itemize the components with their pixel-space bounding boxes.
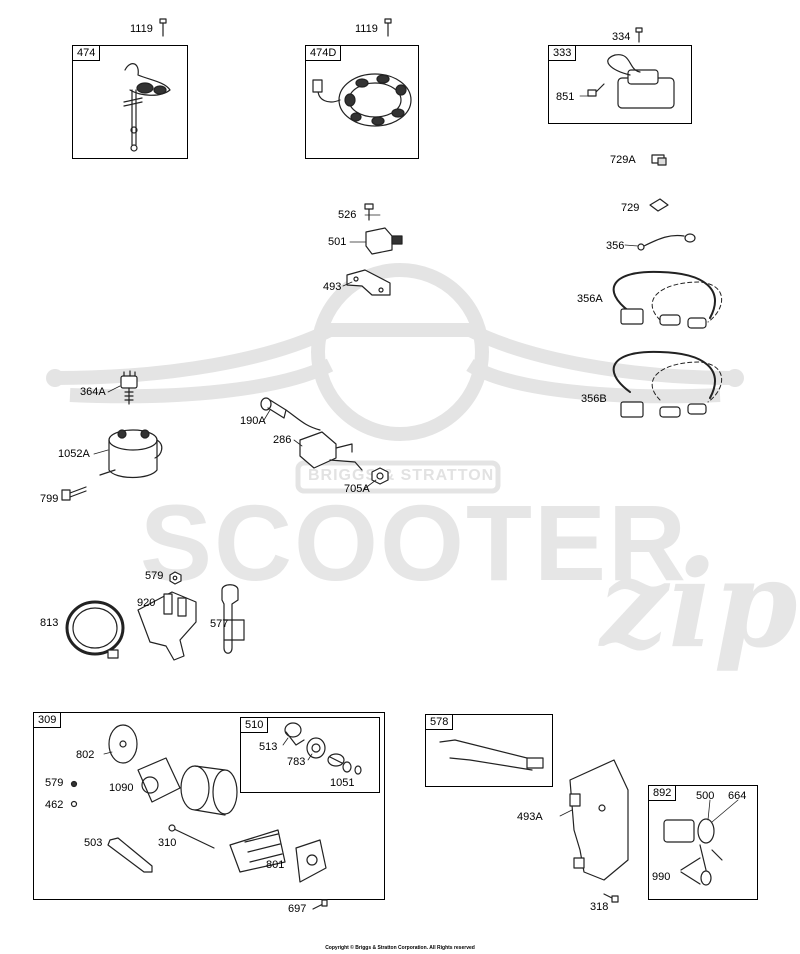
watermark-brand-text: SCOOTER xyxy=(140,482,689,603)
copyright-text: Copyright © Briggs & Stratton Corporatio… xyxy=(325,945,475,951)
bracket-493-drawing xyxy=(346,269,391,296)
part-label-1090: 1090 xyxy=(109,782,134,794)
box-label-578: 578 xyxy=(426,715,454,730)
ground-wire-356-drawing xyxy=(637,233,696,251)
box-label-333: 333 xyxy=(549,46,577,61)
part-label-705A: 705A xyxy=(344,483,370,495)
part-label-364A: 364A xyxy=(80,386,106,398)
part-label-851: 851 xyxy=(556,91,575,103)
harness-356B-drawing xyxy=(612,350,723,418)
part-label-579a: 579 xyxy=(145,570,164,582)
box-label-892: 892 xyxy=(649,786,677,801)
part-label-577: 577 xyxy=(210,618,229,630)
drive-510-drawing xyxy=(284,722,362,775)
part-label-356A: 356A xyxy=(577,293,603,305)
box-label-474: 474 xyxy=(73,46,101,61)
rectifier-501-drawing xyxy=(365,227,403,255)
box-510 xyxy=(240,717,380,793)
part-label-729A: 729A xyxy=(610,154,636,166)
part-label-664: 664 xyxy=(728,790,747,802)
cable-578-drawing xyxy=(439,739,544,771)
part-label-729: 729 xyxy=(621,202,640,214)
box-label-309: 309 xyxy=(34,713,62,728)
part-label-799: 799 xyxy=(40,493,59,505)
part-label-501: 501 xyxy=(328,236,347,248)
part-label-500: 500 xyxy=(696,790,715,802)
part-label-493: 493 xyxy=(323,281,342,293)
stator-474D-drawing xyxy=(312,73,412,127)
part-label-579b: 579 xyxy=(45,777,64,789)
part-label-286: 286 xyxy=(273,434,292,446)
bracket-286-drawing xyxy=(299,431,363,471)
box-label-474D: 474D xyxy=(306,46,342,61)
screw-1119a-drawing xyxy=(159,18,167,37)
harness-356A-drawing xyxy=(612,270,723,329)
box-474 xyxy=(72,45,188,159)
leader-lines xyxy=(93,95,739,823)
part-label-1119b: 1119 xyxy=(355,23,378,35)
part-label-190A: 190A xyxy=(240,415,266,427)
part-label-920: 920 xyxy=(137,597,156,609)
box-309 xyxy=(33,712,385,900)
part-label-462: 462 xyxy=(45,799,64,811)
connector-729A-drawing xyxy=(651,154,667,166)
part-label-493A: 493A xyxy=(517,811,543,823)
ignition-switch-892-drawing xyxy=(663,818,723,886)
part-label-802: 802 xyxy=(76,749,95,761)
part-label-310: 310 xyxy=(158,837,177,849)
nut-579a-drawing xyxy=(169,571,182,585)
part-label-334: 334 xyxy=(612,31,631,43)
part-label-813: 813 xyxy=(40,617,59,629)
screw-334-drawing xyxy=(635,27,643,43)
part-label-783: 783 xyxy=(287,756,306,768)
screw-1119b-drawing xyxy=(384,18,392,37)
panel-493A-drawing xyxy=(569,759,629,881)
screw-526-drawing xyxy=(364,203,374,221)
part-label-990: 990 xyxy=(652,871,671,883)
part-label-356B: 356B xyxy=(581,393,607,405)
boot-577-drawing xyxy=(221,584,245,654)
clamp-813-drawing xyxy=(65,600,125,659)
box-892 xyxy=(648,785,758,900)
starter-309-drawing xyxy=(70,724,327,883)
box-578 xyxy=(425,714,553,787)
part-label-356: 356 xyxy=(606,240,625,252)
part-label-1051: 1051 xyxy=(330,777,355,789)
box-474D xyxy=(305,45,419,159)
part-label-801: 801 xyxy=(266,859,285,871)
part-label-318: 318 xyxy=(590,901,609,913)
ignition-coil-333-drawing xyxy=(587,54,675,109)
screw-697-drawing xyxy=(312,899,328,910)
part-label-1119a: 1119 xyxy=(130,23,153,35)
watermark-script-text: zip xyxy=(600,534,798,675)
bolt-799-drawing xyxy=(61,486,87,501)
part-label-1052A: 1052A xyxy=(58,448,90,460)
box-333 xyxy=(548,45,692,124)
part-label-513: 513 xyxy=(259,741,278,753)
alternator-474-drawing xyxy=(123,63,171,152)
screw-318-drawing xyxy=(603,893,619,903)
part-label-503: 503 xyxy=(84,837,103,849)
part-label-526: 526 xyxy=(338,209,357,221)
bracket-920-drawing xyxy=(137,591,197,661)
watermark-emblem-text: BRIGGS & STRATTON xyxy=(308,467,495,484)
solenoid-1052A-drawing xyxy=(99,429,163,479)
connector-729-drawing xyxy=(649,198,669,212)
terminal-190A-drawing xyxy=(260,397,321,431)
part-label-697: 697 xyxy=(288,903,307,915)
diode-364A-drawing xyxy=(120,370,138,405)
box-label-510: 510 xyxy=(241,718,269,733)
